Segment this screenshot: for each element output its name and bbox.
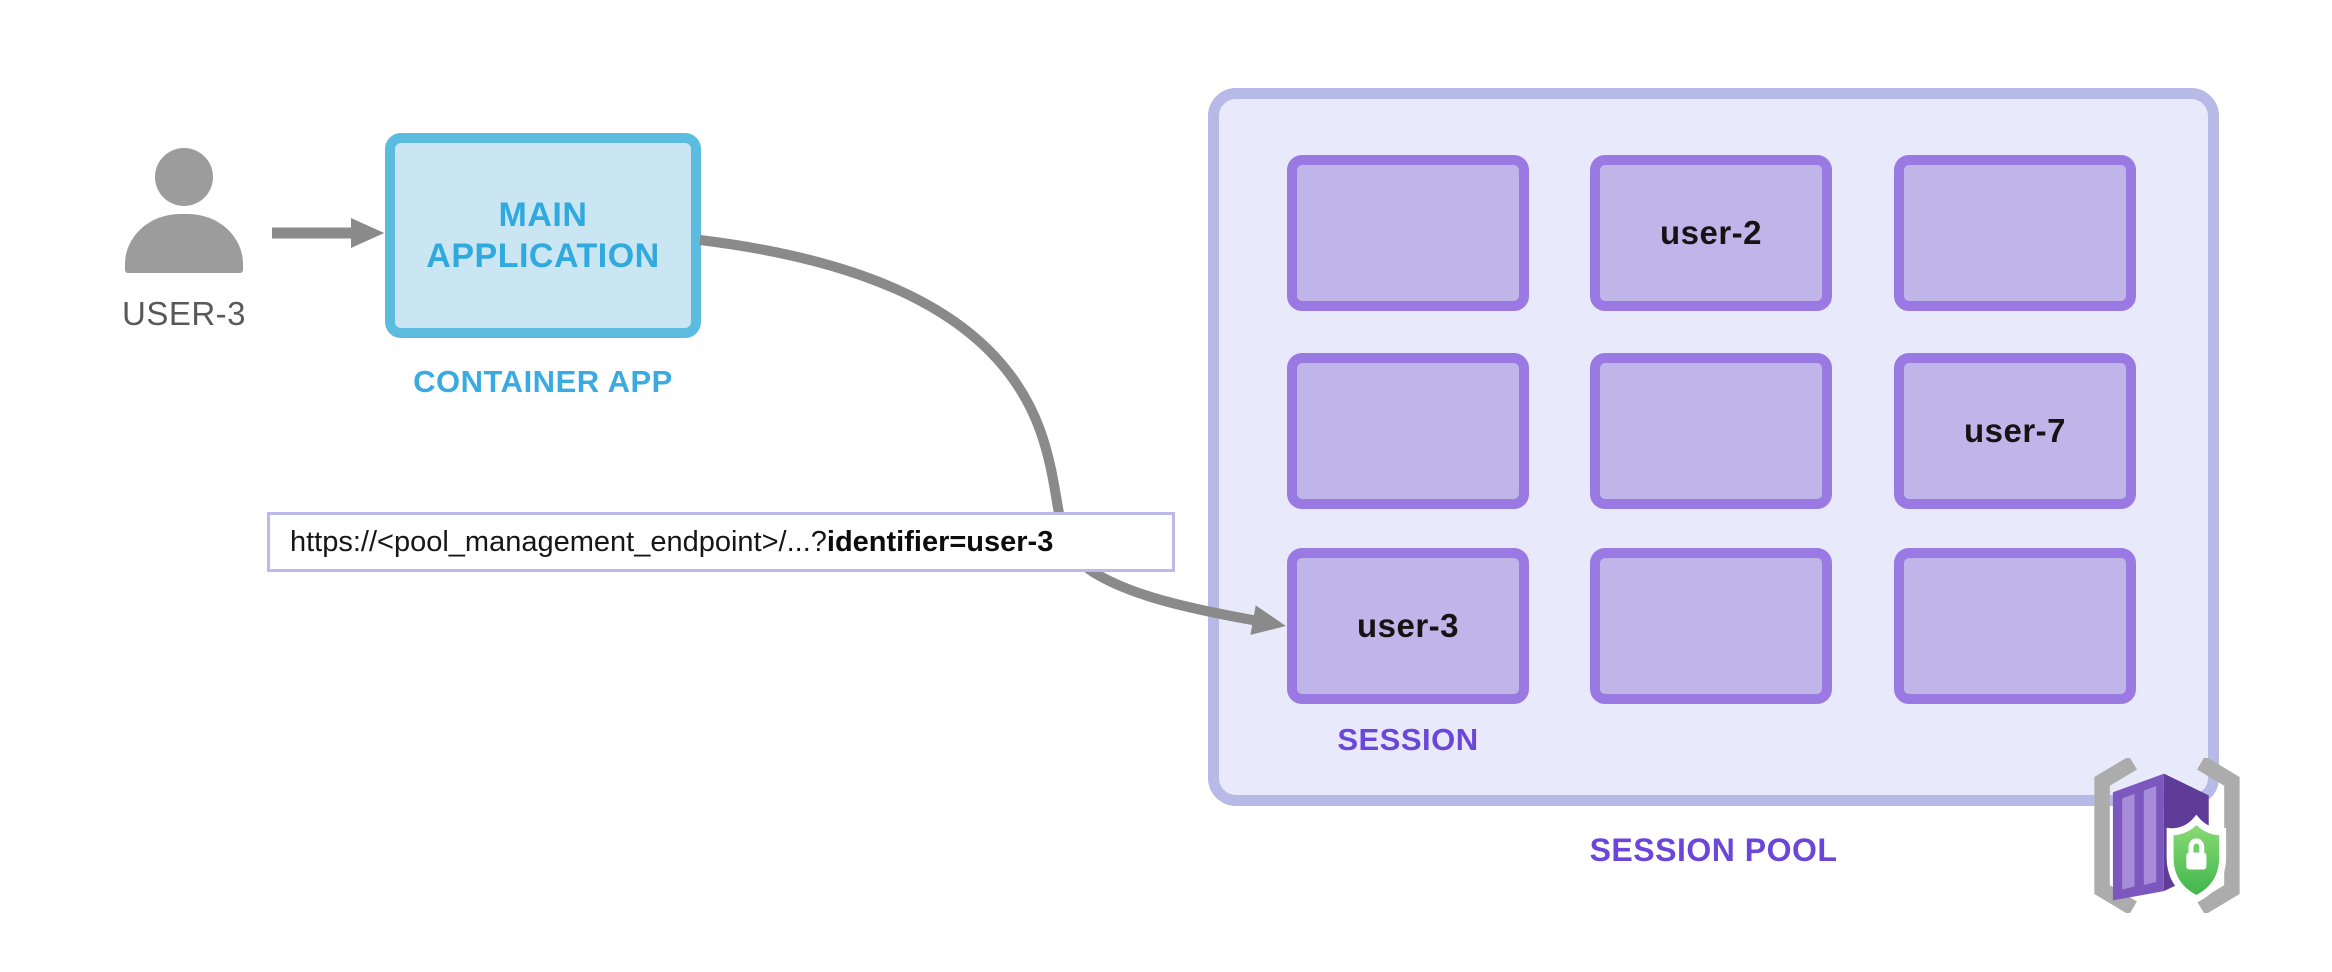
- session-pool-caption: SESSION POOL: [1589, 832, 1838, 868]
- user-icon: [125, 147, 243, 273]
- main-application-label: MAIN APPLICATION: [426, 195, 660, 275]
- request-url-identifier: identifier=user-3: [826, 525, 1054, 558]
- session-cell: [1590, 548, 1832, 704]
- container-apps-dynamic-sessions-icon: [2094, 758, 2240, 913]
- right-bracket-icon: [2197, 758, 2240, 913]
- main-application-box: MAIN APPLICATION: [385, 133, 701, 338]
- user-icon-head: [155, 148, 213, 206]
- session-cell: [1894, 548, 2136, 704]
- user-icon-torso: [125, 214, 243, 273]
- container-app-caption: CONTAINER APP: [413, 364, 673, 399]
- session-caption: SESSION: [1337, 722, 1479, 757]
- session-cell: [1590, 353, 1832, 509]
- session-label: user-2: [1659, 214, 1763, 251]
- session-label: user-7: [1963, 412, 2067, 449]
- lock-body-icon: [2186, 852, 2207, 870]
- user-label: USER-3: [121, 295, 247, 332]
- session-label: user-3: [1356, 607, 1460, 644]
- session-cell: [1894, 155, 2136, 311]
- request-url-box: https://<pool_management_endpoint>/...?i…: [267, 512, 1175, 572]
- container-front-face: [2112, 773, 2164, 901]
- session-cell: user-7: [1894, 353, 2136, 509]
- lock-shackle-icon: [2188, 838, 2205, 855]
- session-cell-user-3: user-3: [1287, 548, 1529, 704]
- container-door-slat: [2143, 786, 2157, 885]
- session-cell: user-2: [1590, 155, 1832, 311]
- container-door-slat: [2122, 793, 2135, 890]
- session-cell: [1287, 353, 1529, 509]
- request-url-prefix: https://<pool_management_endpoint>/...?: [290, 525, 827, 558]
- session-cell: [1287, 155, 1529, 311]
